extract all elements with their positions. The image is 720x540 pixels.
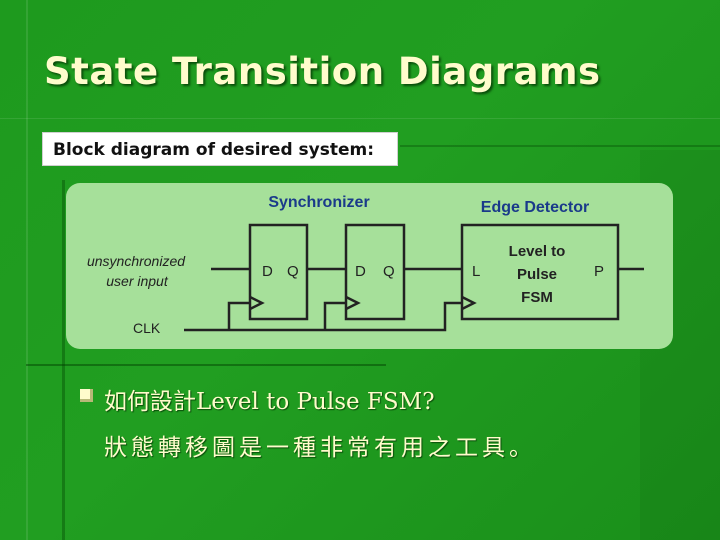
flip-flop-2 [344, 223, 406, 321]
decor-line [62, 180, 65, 540]
square-bullet-icon [80, 389, 93, 402]
fsm-name-line1: Level to [509, 243, 566, 260]
diagram-caption: Block diagram of desired system: [42, 132, 398, 166]
decor-line [26, 364, 386, 366]
decor-line [0, 118, 720, 119]
ff1-d-label: D [262, 263, 273, 280]
edge-detector-label: Edge Detector [481, 199, 589, 216]
slide-title: State Transition Diagrams [44, 50, 601, 93]
bullet-text-line1: 如何設計Level to Pulse FSM? [104, 389, 435, 415]
fsm-clock-triangle [461, 295, 477, 311]
fsm-block [460, 223, 620, 321]
ff2-d-label: D [355, 263, 366, 280]
decor-line [400, 145, 720, 147]
ff1-clock-triangle [249, 295, 265, 311]
ff2-clock-triangle [345, 295, 361, 311]
synchronizer-label: Synchronizer [268, 194, 369, 211]
fsm-name-line2: Pulse [517, 266, 557, 283]
block-diagram: Synchronizer Edge Detector unsynchronize… [66, 183, 673, 349]
bullet-text-line2: 狀態轉移圖是一種非常有用之工具。 [104, 435, 536, 461]
clk-branch-ff2 [323, 301, 346, 330]
fsm-output-label: P [594, 263, 604, 280]
fsm-input-label: L [472, 263, 480, 280]
flip-flop-1 [248, 223, 309, 321]
input-label-line2: user input [106, 273, 169, 289]
ff2-q-label: Q [383, 263, 395, 280]
decor-line [26, 0, 28, 540]
fsm-name-line3: FSM [521, 289, 553, 306]
clk-branch-ff1 [227, 301, 250, 330]
input-label-line1: unsynchronized [87, 253, 186, 269]
ff1-q-label: Q [287, 263, 299, 280]
clk-wire [184, 301, 462, 332]
clk-label: CLK [133, 320, 161, 336]
